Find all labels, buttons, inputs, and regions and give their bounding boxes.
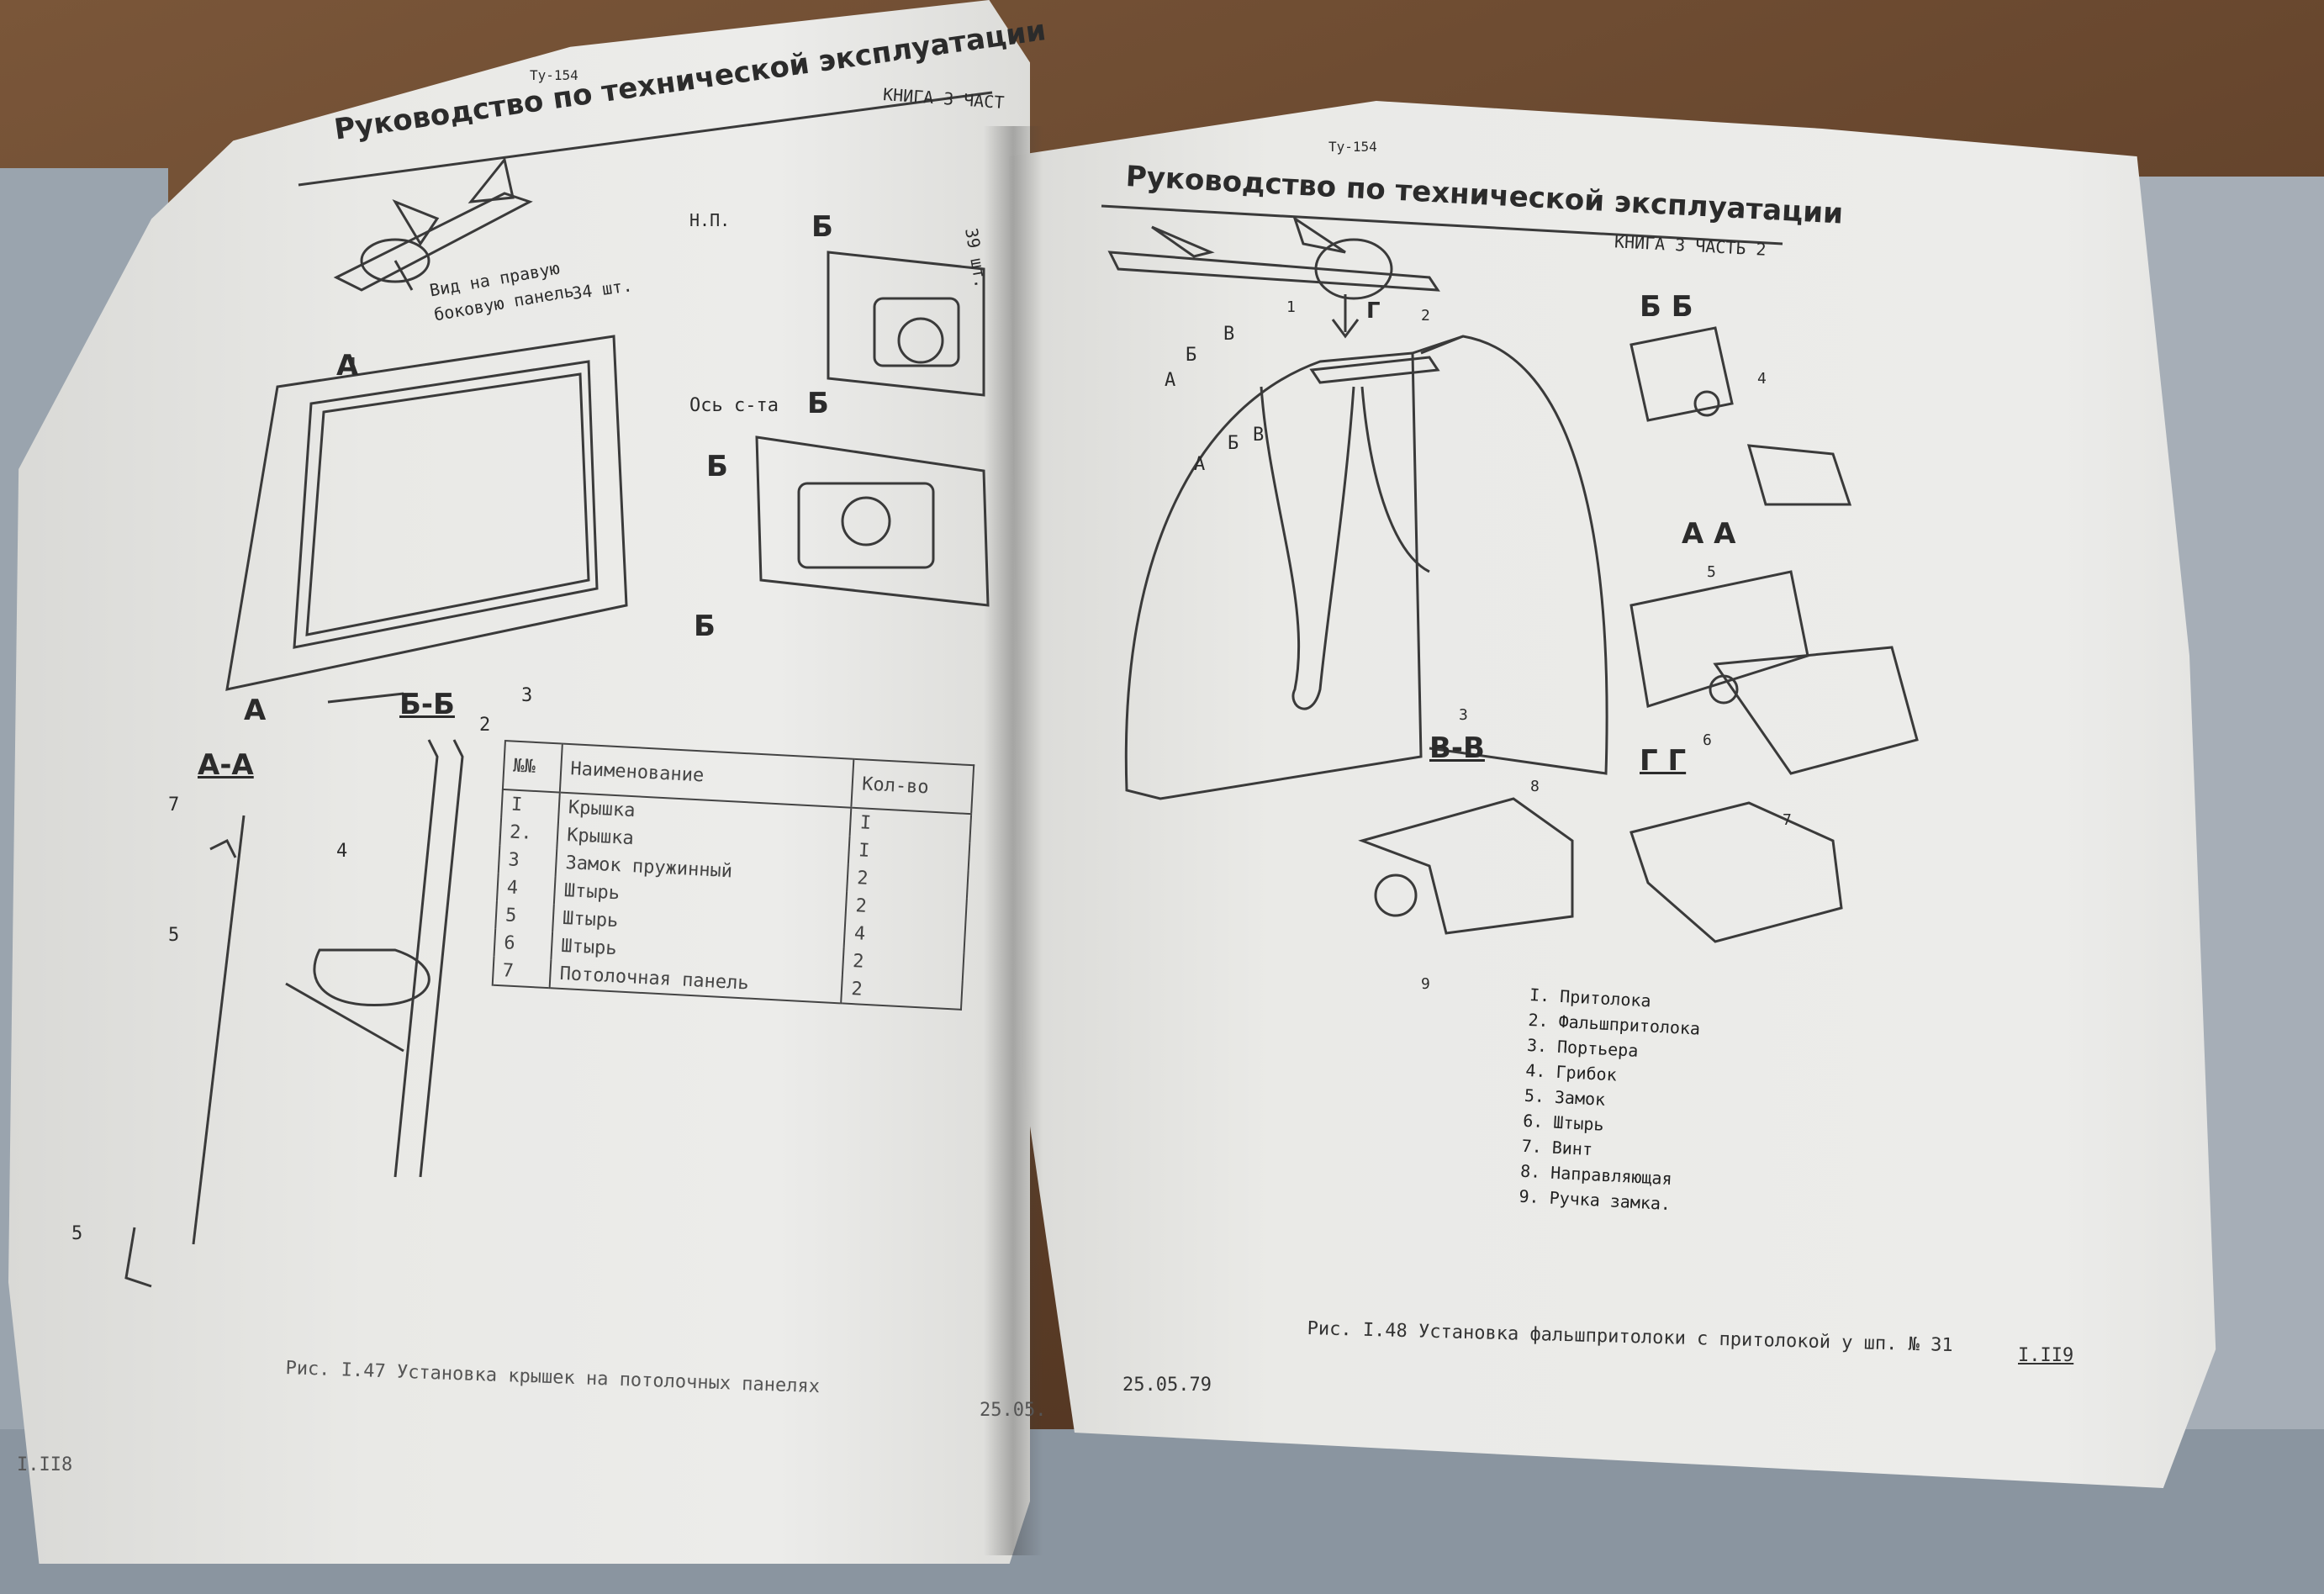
row-qty: 2 (841, 974, 963, 1010)
doorway-arch-drawing (1124, 335, 1608, 800)
left-section-b-marker: Б (811, 210, 833, 244)
left-section-a-marker: А (336, 349, 359, 383)
col-number-header: №№ (502, 741, 563, 793)
left-axis-note: Ось с-та (689, 395, 779, 416)
right-callout-4: 4 (1757, 370, 1767, 388)
right-callout-6: 6 (1703, 731, 1712, 749)
left-section-aa-title: А-А (198, 748, 254, 782)
right-letter-b-2: Б (1228, 433, 1239, 454)
left-section-b-marker-2: Б (807, 387, 829, 420)
right-section-bb-title: Б Б (1640, 290, 1693, 324)
right-callout-3: 3 (1459, 706, 1468, 724)
right-letter-v: В (1223, 324, 1235, 345)
left-section-aa (124, 815, 246, 1288)
right-airplane-icon (1107, 215, 1440, 339)
left-doc-code: Ту-154 (530, 67, 578, 83)
left-detail-b-bottom (755, 435, 990, 607)
left-airplane-icon (333, 156, 533, 292)
right-detail-aa (1629, 570, 1919, 775)
right-view-label: Г (1366, 298, 1381, 324)
detail-vv (1358, 797, 1574, 935)
right-header-rule (1101, 204, 1783, 245)
row-num: 5 (495, 900, 554, 932)
right-callout-8: 8 (1530, 778, 1540, 795)
left-section-b-marker-3: Б (706, 450, 728, 483)
right-callout-7: 7 (1783, 811, 1792, 829)
right-letter-b: Б (1186, 345, 1197, 366)
left-callout-5: 5 (168, 925, 180, 946)
left-section-bb-title: Б-Б (399, 688, 455, 721)
detail-gg (1629, 801, 1843, 943)
row-num: 2. (499, 817, 559, 849)
left-callout-3: 3 (521, 685, 533, 706)
right-page-number: I.II9 (2018, 1345, 2074, 1366)
right-detail-bb (1629, 326, 1852, 506)
left-callout-4: 4 (336, 841, 348, 862)
right-callout-2: 2 (1421, 307, 1430, 325)
right-letter-a-2: А (1194, 454, 1206, 475)
left-section-b-marker-4: Б (694, 610, 716, 643)
right-letter-a: А (1165, 370, 1176, 391)
left-detail-b-top (827, 251, 985, 397)
right-callout-1: 1 (1286, 298, 1296, 316)
right-page (1009, 101, 2216, 1488)
row-num: 4 (496, 873, 556, 905)
right-section-gg-title: Г Г (1640, 744, 1687, 778)
right-section-aa-title: А А (1682, 517, 1736, 551)
row-num: I (501, 789, 560, 821)
book-spine (984, 126, 1043, 1555)
left-callout-7: 7 (168, 794, 180, 815)
row-num: 7 (492, 956, 552, 989)
left-direction-label: Н.П. (689, 210, 731, 230)
left-page (8, 0, 1030, 1564)
left-header-rule (298, 91, 993, 187)
left-section-bb (285, 739, 464, 1178)
row-num: 3 (498, 845, 557, 877)
parts-legend: I. Притолока 2. Фальшпритолока 3. Портье… (1519, 982, 1703, 1217)
col-qty-header: Кол-во (851, 758, 974, 815)
left-callout-5b: 5 (71, 1223, 83, 1244)
right-doc-code: Ту-154 (1328, 139, 1377, 155)
right-section-vv-title: В-В (1429, 731, 1485, 765)
right-callout-5: 5 (1707, 563, 1716, 581)
right-date-stamp: 25.05.79 (1122, 1375, 1212, 1396)
row-num: 6 (494, 928, 553, 960)
left-callout-2: 2 (479, 715, 491, 736)
left-window-panel (225, 335, 628, 704)
left-section-a-marker-2: А (244, 694, 267, 727)
left-page-number: I.II8 (17, 1454, 73, 1475)
right-letter-v-2: В (1253, 425, 1265, 446)
right-callout-9: 9 (1421, 975, 1430, 993)
left-date-stamp: 25.05. (980, 1400, 1047, 1421)
